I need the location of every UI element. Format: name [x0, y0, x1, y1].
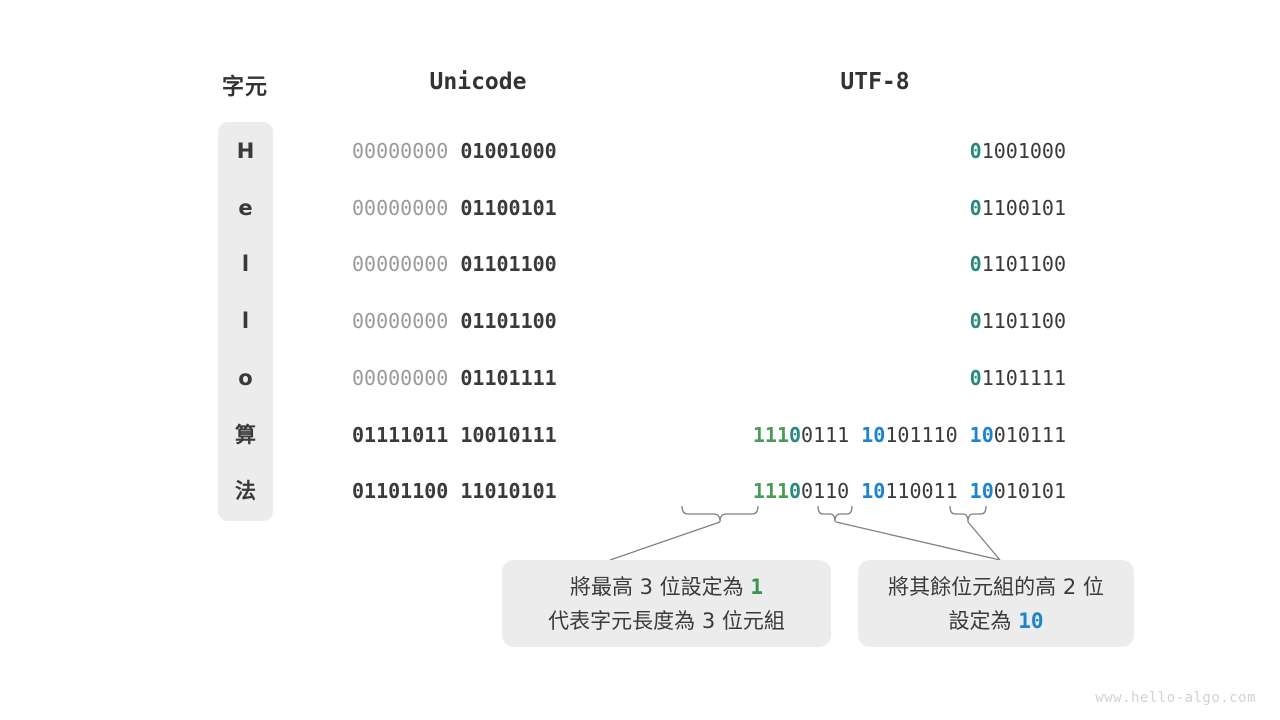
- utf8-byte-prefix: 10: [861, 479, 886, 504]
- unicode-high-byte: 00000000: [352, 252, 449, 277]
- column-header-character: 字元: [221, 75, 269, 100]
- annotation-left-line-1-text: 將最高 3 位設定為: [569, 574, 751, 599]
- column-header-unicode: Unicode: [429, 69, 527, 95]
- character-cell: 算: [235, 422, 256, 447]
- utf8-byte-prefix: 10: [969, 479, 994, 504]
- annotation-right-line-2-text: 設定為: [948, 608, 1019, 633]
- utf8-byte: 01101111: [970, 366, 1066, 390]
- unicode-low-byte: 01100101: [460, 195, 557, 220]
- watermark: www.hello-algo.com: [1095, 690, 1256, 706]
- utf8-byte-payload: 1001000: [981, 139, 1066, 163]
- character-cell: e: [238, 195, 253, 220]
- utf8-cell: 01100101: [970, 195, 1066, 221]
- unicode-low-byte: 01101111: [460, 365, 557, 390]
- unicode-low-byte: 10010111: [460, 422, 557, 447]
- utf8-cell: 01101100: [970, 308, 1066, 334]
- unicode-low-byte: 01001000: [460, 139, 557, 163]
- annotation-right-line-2: 設定為 10: [949, 604, 1044, 638]
- unicode-cell: 00000000 01001000: [352, 138, 557, 164]
- utf8-byte-payload: 1101111: [981, 365, 1066, 390]
- annotation-right-emphasis: 10: [1018, 608, 1044, 633]
- annotation-left-emphasis: 1: [750, 574, 764, 599]
- unicode-high-byte: 00000000: [352, 365, 449, 390]
- annotation-box-continuation-byte: 將其餘位元組的高 2 位 設定為 10: [858, 560, 1134, 647]
- utf8-byte-payload: 010111: [993, 422, 1066, 447]
- character-cell: o: [238, 365, 253, 390]
- unicode-high-byte: 00000000: [352, 195, 449, 220]
- annotation-left-line-2: 代表字元長度為 3 位元組: [548, 608, 785, 633]
- utf8-byte: 10010101: [970, 479, 1066, 503]
- unicode-high-byte: 00000000: [352, 139, 449, 163]
- utf8-byte-prefix: 0: [969, 309, 982, 334]
- utf8-byte-payload: 1101100: [981, 309, 1066, 334]
- character-cell: l: [241, 309, 250, 334]
- utf8-byte: 11100110: [753, 479, 849, 503]
- utf8-byte-prefix-terminator: 0: [789, 422, 802, 447]
- annotation-right-line-1: 將其餘位元組的高 2 位: [888, 574, 1104, 599]
- utf8-byte: 01101100: [970, 252, 1066, 276]
- utf8-cell: 01001000: [970, 138, 1066, 164]
- brace-byte2: [817, 505, 853, 523]
- character-cell: H: [236, 139, 255, 163]
- utf8-byte-prefix: 0: [969, 365, 982, 390]
- unicode-cell: 00000000 01101111: [352, 365, 557, 391]
- utf8-byte: 10101110: [861, 423, 957, 447]
- utf8-byte: 01100101: [970, 196, 1066, 220]
- unicode-high-byte: 00000000: [352, 309, 449, 334]
- utf8-cell: 01101111: [970, 365, 1066, 391]
- brace-byte3: [949, 505, 987, 523]
- utf8-byte-prefix: 10: [969, 422, 994, 447]
- unicode-low-byte: 01101100: [460, 309, 557, 334]
- brace-byte1: [681, 505, 759, 523]
- utf8-byte-payload: 010101: [993, 479, 1066, 504]
- unicode-cell: 00000000 01101100: [352, 308, 557, 334]
- unicode-low-byte: 01101100: [460, 252, 557, 277]
- utf8-byte-payload: 101110: [885, 422, 958, 447]
- utf8-byte-prefix: 111: [752, 422, 789, 447]
- utf8-byte-payload: 110011: [885, 479, 958, 504]
- utf8-byte-prefix-terminator: 0: [789, 479, 802, 504]
- utf8-cell: 11100111 10101110 10010111: [753, 422, 1066, 448]
- character-cell: l: [241, 252, 250, 277]
- character-cell: 法: [235, 479, 256, 504]
- unicode-cell: 01101100 11010101: [352, 478, 557, 504]
- unicode-high-byte: 01101100: [352, 479, 449, 504]
- annotation-box-leading-byte: 將最高 3 位設定為 1 代表字元長度為 3 位元組: [502, 560, 831, 647]
- utf8-cell: 01101100: [970, 251, 1066, 277]
- unicode-cell: 01111011 10010111: [352, 422, 557, 448]
- utf8-byte-prefix: 0: [969, 195, 982, 220]
- leader-line-right: [967, 521, 1001, 561]
- utf8-byte-payload: 0110: [801, 479, 850, 504]
- utf8-byte-prefix: 10: [861, 422, 886, 447]
- utf8-byte: 01001000: [970, 139, 1066, 163]
- utf8-byte: 10010111: [970, 423, 1066, 447]
- annotation-left-line-1: 將最高 3 位設定為 1: [570, 570, 763, 604]
- utf8-byte-prefix: 111: [752, 479, 789, 504]
- utf8-byte: 10110011: [861, 479, 957, 503]
- utf8-byte-payload: 1101100: [981, 252, 1066, 277]
- utf8-byte-payload: 1100101: [981, 195, 1066, 220]
- unicode-high-byte: 01111011: [352, 422, 449, 447]
- utf8-byte: 01101100: [970, 309, 1066, 333]
- column-header-utf8: UTF-8: [840, 69, 910, 95]
- unicode-cell: 00000000 01100101: [352, 195, 557, 221]
- leader-line-middle: [835, 521, 1001, 561]
- utf8-byte-payload: 0111: [801, 422, 850, 447]
- leader-line-left: [609, 521, 721, 561]
- utf8-byte: 11100111: [753, 423, 849, 447]
- character-column-background: [218, 122, 273, 521]
- utf8-cell: 11100110 10110011 10010101: [753, 478, 1066, 504]
- utf8-byte-prefix: 0: [969, 252, 982, 277]
- unicode-cell: 00000000 01101100: [352, 251, 557, 277]
- unicode-low-byte: 11010101: [460, 479, 557, 504]
- utf8-byte-prefix: 0: [969, 139, 982, 163]
